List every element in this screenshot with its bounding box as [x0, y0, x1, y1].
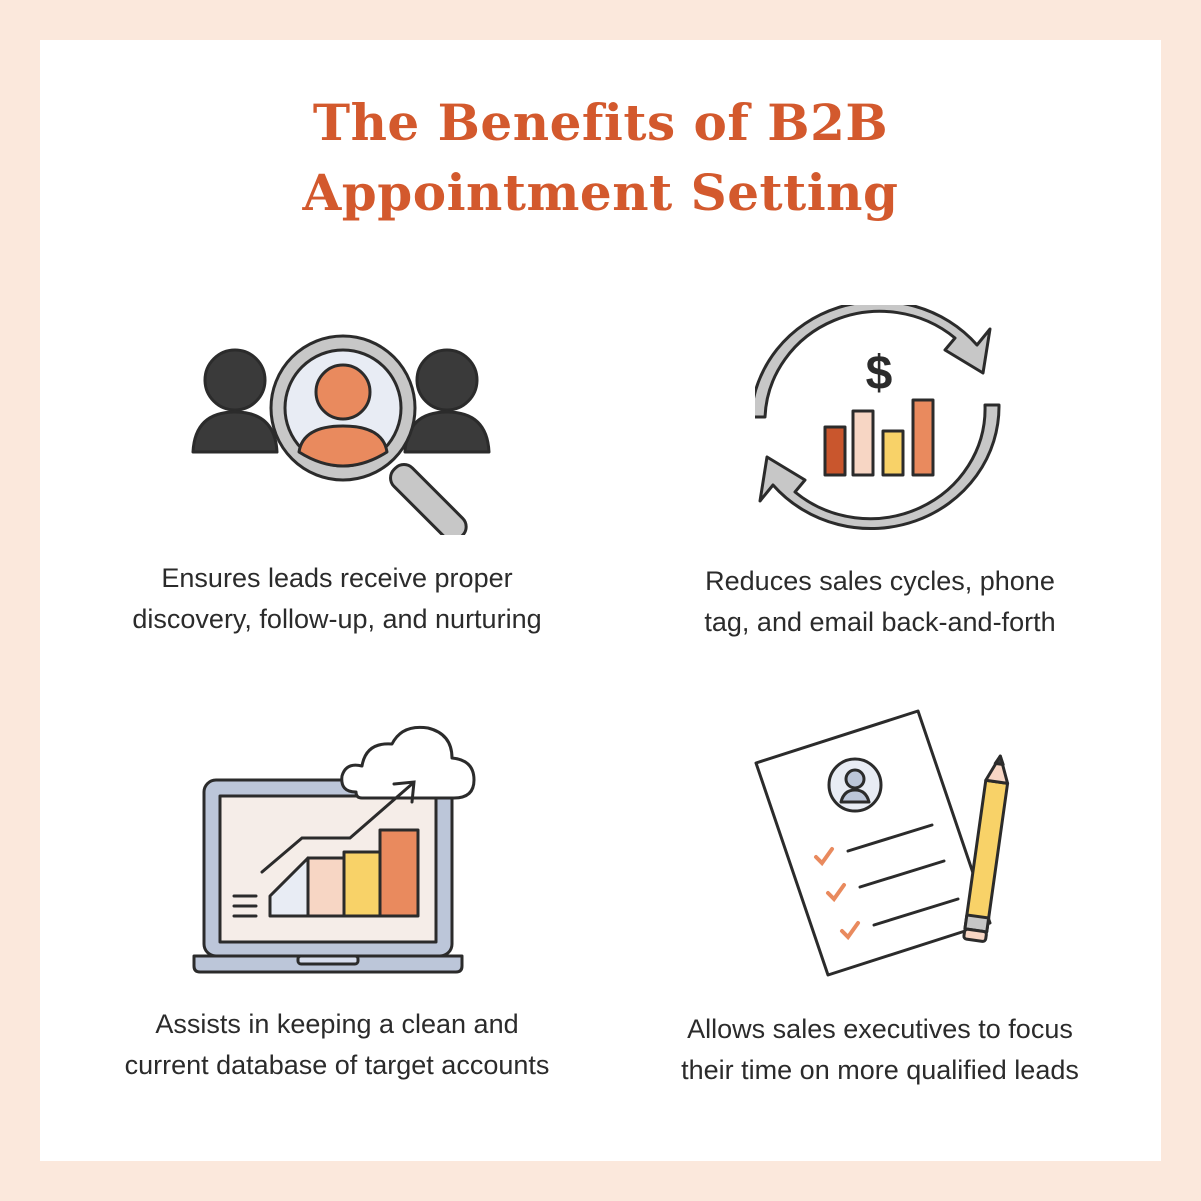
- content-card: [40, 40, 1161, 1161]
- benefit-3-line-2: current database of target accounts: [124, 1050, 550, 1080]
- benefit-1-line-1: Ensures leads receive proper: [161, 563, 513, 593]
- people-magnifier-icon: [191, 334, 491, 535]
- page-title: The Benefits of B2B Appointment Setting: [0, 88, 1201, 228]
- benefit-caption-2: Reduces sales cycles, phone tag, and ema…: [620, 561, 1140, 643]
- page-title-line-2: Appointment Setting: [302, 163, 899, 222]
- svg-text:$: $: [866, 347, 893, 400]
- benefit-4-line-1: Allows sales executives to focus: [687, 1014, 1073, 1044]
- benefit-caption-1: Ensures leads receive proper discovery, …: [77, 558, 597, 640]
- benefit-2-line-2: tag, and email back-and-forth: [704, 607, 1056, 637]
- benefit-caption-4: Allows sales executives to focus their t…: [620, 1009, 1140, 1091]
- benefit-caption-3: Assists in keeping a clean and current d…: [77, 1004, 597, 1086]
- cycle-dollar-chart-icon: $: [755, 305, 1001, 531]
- benefit-2-line-1: Reduces sales cycles, phone: [705, 566, 1055, 596]
- benefit-1-line-2: discovery, follow-up, and nurturing: [132, 604, 542, 634]
- page-title-line-1: The Benefits of B2B: [312, 93, 889, 152]
- benefit-4-line-2: their time on more qualified leads: [681, 1055, 1079, 1085]
- benefit-3-line-1: Assists in keeping a clean and: [155, 1009, 519, 1039]
- checklist-pencil-icon: [754, 709, 1010, 977]
- laptop-growth-cloud-icon: [192, 725, 476, 974]
